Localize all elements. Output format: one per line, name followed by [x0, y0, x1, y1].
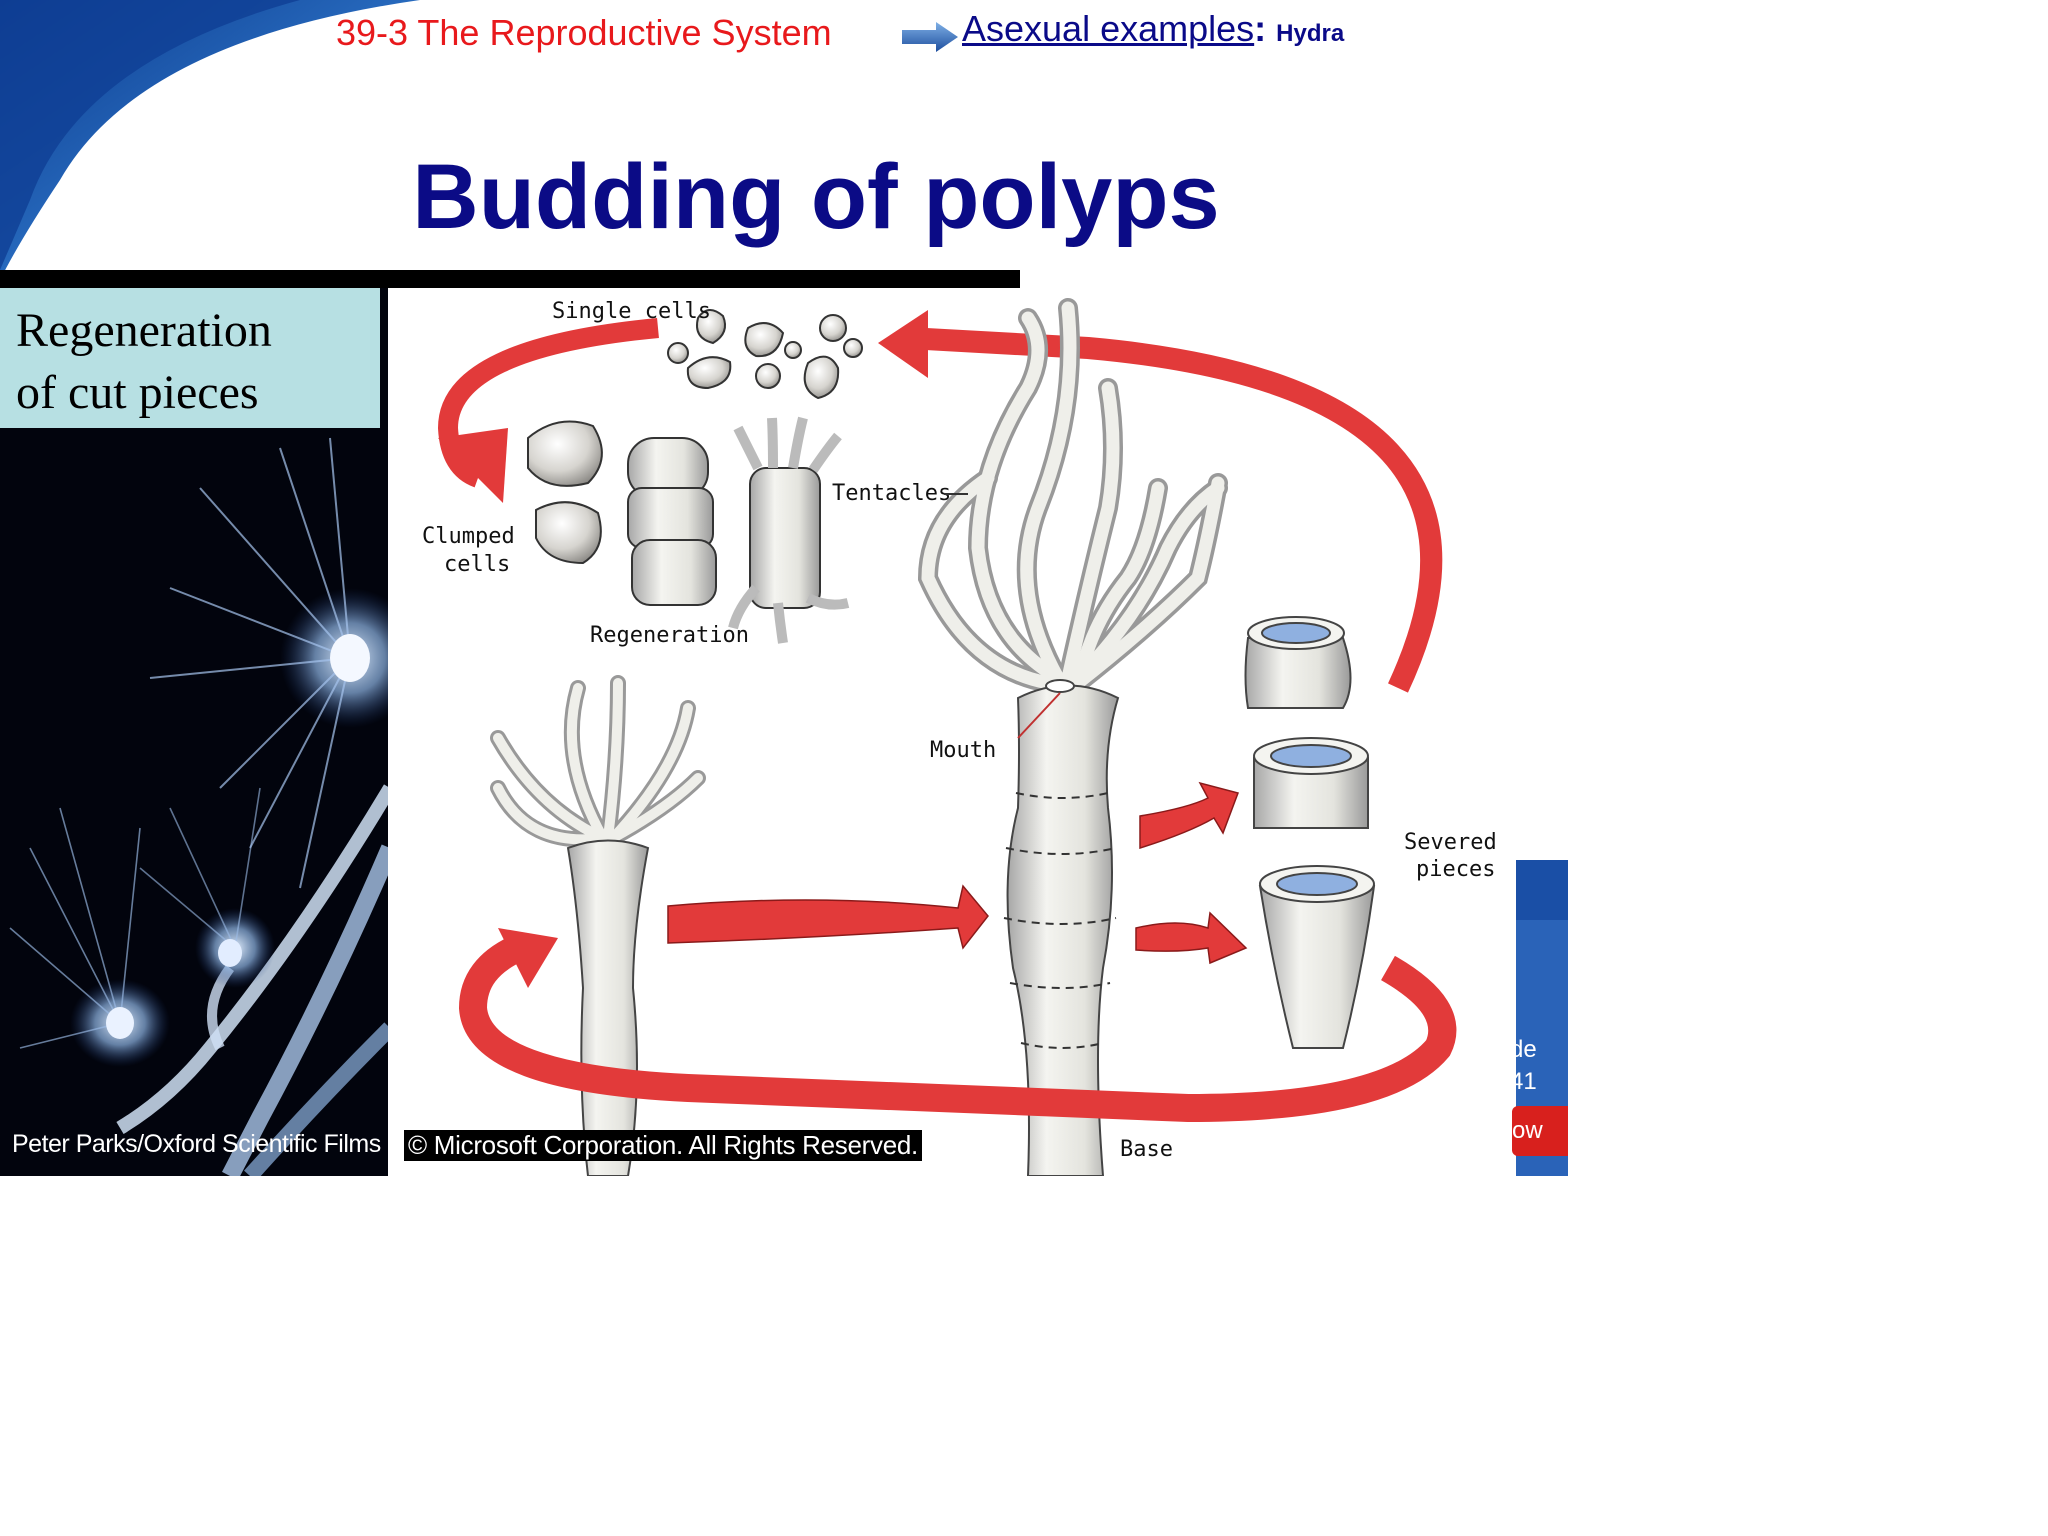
- single-cells: [667, 309, 863, 400]
- label-tentacles: Tentacles: [832, 481, 951, 506]
- section-title: 39-3 The Reproductive System: [336, 12, 832, 53]
- label-regeneration: Regeneration: [590, 623, 749, 648]
- show-button[interactable]: ow: [1512, 1106, 1568, 1156]
- label-clumped-cells-1: Clumped: [422, 524, 515, 549]
- subtopic-colon: :: [1254, 8, 1267, 49]
- severed-pieces: [1244, 616, 1376, 1049]
- clumped-cells: [527, 420, 603, 565]
- subtopic-heading: Asexual examples: Hydra: [962, 8, 1344, 50]
- hydra-center: [917, 298, 1228, 1176]
- hydra-photo-illustration: [0, 288, 390, 1176]
- cut-arrows: [1135, 781, 1248, 965]
- label-clumped-cells-2: cells: [444, 552, 510, 577]
- copyright-notice: © Microsoft Corporation. All Rights Rese…: [404, 1130, 922, 1161]
- slide-number-value: 41: [1510, 1068, 1537, 1095]
- arrow-right-icon[interactable]: [902, 22, 958, 52]
- hydra-diagram: Single cells Clumped cells Regeneration …: [388, 288, 1516, 1176]
- hydra-photo: [0, 288, 390, 1176]
- caption-line-1: Regeneration: [16, 304, 272, 357]
- label-base: Base: [1120, 1137, 1173, 1162]
- cycle-arrow-middle: [667, 884, 989, 950]
- label-mouth: Mouth: [930, 738, 996, 763]
- regenerating-cylinder: [627, 437, 717, 606]
- cycle-arrow-left: [437, 318, 659, 503]
- cycle-arrow-bottom: [458, 928, 1457, 1123]
- photo-caption: Regeneration of cut pieces: [0, 288, 380, 428]
- cycle-arrow-top: [878, 310, 1443, 693]
- photo-credit: Peter Parks/Oxford Scientific Films: [12, 1130, 381, 1158]
- page-title: Budding of polyps: [412, 146, 1220, 248]
- regenerating-polyp: [728, 416, 850, 644]
- subtopic-detail: Hydra: [1276, 20, 1345, 47]
- label-single-cells: Single cells: [552, 299, 711, 324]
- slide-number: de 41: [1510, 1034, 1537, 1098]
- label-severed-pieces-1: Severed: [1404, 830, 1497, 855]
- asexual-examples-link[interactable]: Asexual examples: [962, 8, 1255, 49]
- photo-top-border: [0, 270, 1020, 288]
- slide-label: de: [1510, 1036, 1537, 1063]
- caption-line-2: of cut pieces: [16, 366, 259, 419]
- label-severed-pieces-2: pieces: [1416, 857, 1495, 882]
